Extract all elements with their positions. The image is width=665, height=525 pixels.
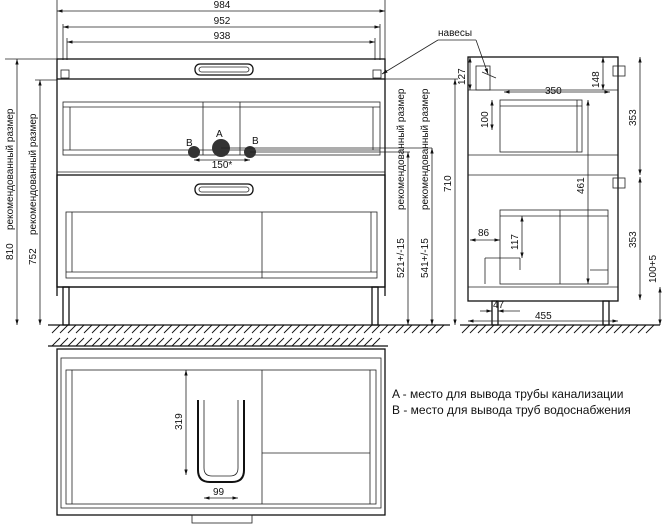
lower-drawer-box <box>65 211 378 279</box>
legend: A - место для вывода трубы канализации B… <box>392 387 631 417</box>
hinge-left <box>60 69 70 79</box>
top-drawer-handle <box>194 63 254 76</box>
dim-47: 47 <box>493 300 505 311</box>
dim-150: 150* <box>212 160 233 171</box>
hinges-label: навесы <box>438 28 472 39</box>
dim-319: 319 <box>174 413 185 430</box>
cabinet-body <box>56 58 386 326</box>
lower-drawer-handle <box>194 183 254 196</box>
marker-b-left: B <box>186 138 193 149</box>
plan-drawer <box>65 369 377 505</box>
hinge-right <box>372 69 382 79</box>
leg-right <box>371 286 379 326</box>
dim-86: 86 <box>478 228 490 239</box>
dim-100: 100 <box>480 111 491 128</box>
rec-size-label-752: рекомендованный размер <box>28 113 39 235</box>
dim-461: 461 <box>576 177 587 194</box>
dim-353-top: 353 <box>628 109 639 126</box>
dim-752: 752 <box>28 248 39 265</box>
front-height-dimensions: 810 рекомендованный размер 752 рекомендо… <box>5 58 458 325</box>
front-floor <box>48 324 450 334</box>
dim-710: 710 <box>443 175 454 192</box>
side-outline <box>467 56 619 302</box>
dim-353-bottom: 353 <box>628 231 639 248</box>
dim-455: 455 <box>535 311 552 322</box>
side-view: 127 350 148 100 353 461 353 86 117 100+5… <box>457 56 662 334</box>
countertop <box>56 58 386 80</box>
rec-size-label-810: рекомендованный размер <box>5 108 16 230</box>
rec-size-label-521: рекомендованный размер <box>396 88 407 210</box>
plan-handle <box>191 514 253 524</box>
front-view: 984 952 938 <box>5 0 458 334</box>
legend-a: A - место для вывода трубы канализации <box>392 387 623 401</box>
dim-117: 117 <box>510 234 521 250</box>
rec-size-label-541: рекомендованный размер <box>420 88 431 210</box>
marker-a: A <box>216 129 223 140</box>
hinge-callout: навесы <box>381 28 489 75</box>
side-lower-drawer <box>499 209 609 285</box>
pipe-outlets: B A B 150* <box>186 129 432 171</box>
marker-b-right: B <box>252 136 259 147</box>
dim-127: 127 <box>457 68 468 85</box>
dim-100-5: 100+5 <box>648 254 659 283</box>
dim-148: 148 <box>591 71 602 88</box>
outlet-b-left <box>188 146 200 158</box>
dim-810: 810 <box>5 243 16 260</box>
side-upper-drawer <box>499 99 583 153</box>
siphon-cutout <box>197 400 245 483</box>
dim-541: 541+/-15 <box>420 238 431 278</box>
dim-984: 984 <box>214 0 231 11</box>
dim-952: 952 <box>214 16 231 27</box>
leg-left <box>62 286 70 326</box>
dim-521: 521+/-15 <box>396 238 407 278</box>
dim-99: 99 <box>213 487 225 498</box>
plan-view: 319 99 <box>48 337 388 524</box>
front-width-dimensions: 984 952 938 <box>56 0 386 60</box>
legend-b: B - место для вывода труб водоснабжения <box>392 403 631 417</box>
dim-938: 938 <box>214 31 231 42</box>
dim-350: 350 <box>545 86 562 97</box>
